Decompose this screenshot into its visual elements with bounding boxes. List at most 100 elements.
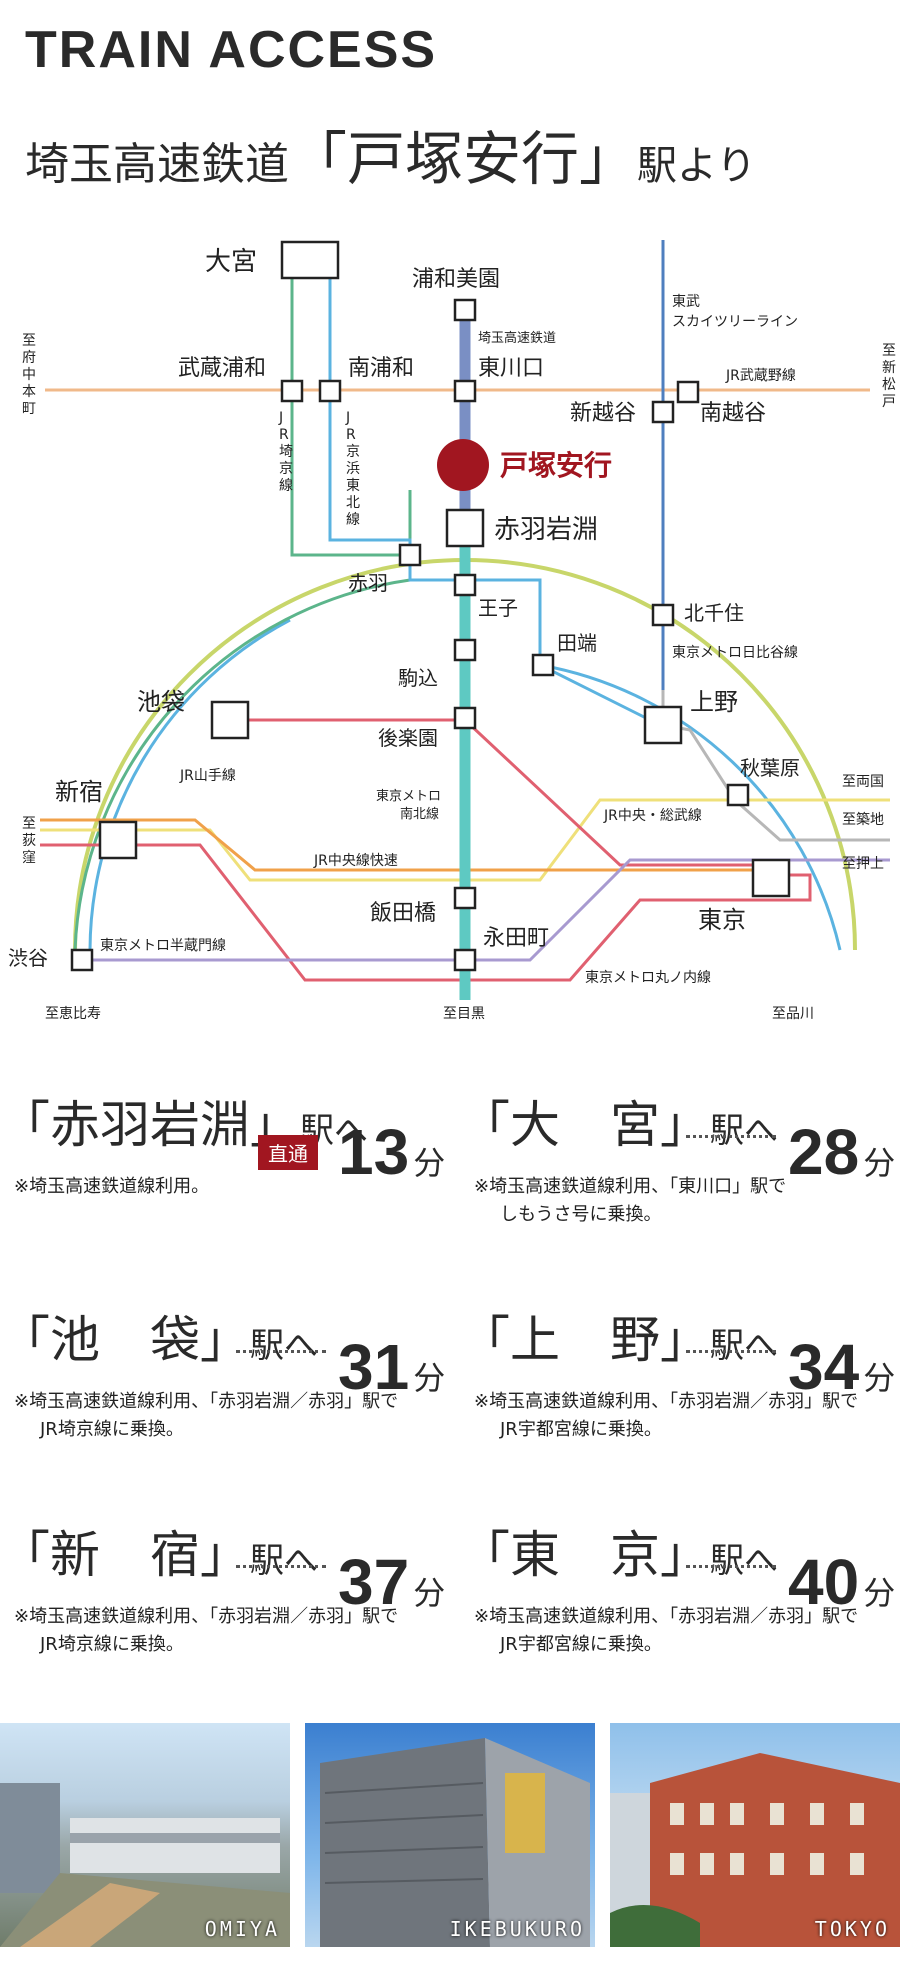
station-korakuen	[453, 706, 477, 730]
station-higashikawaguchi	[453, 379, 477, 403]
route-minutes-unit: 分	[413, 1574, 446, 1612]
route-map: 大宮 浦和美園 埼玉高速鉄道 武蔵浦和 南浦和 東川口 東武 スカイツリーライン…	[8, 240, 896, 1022]
label-tobu-1: 東武	[672, 294, 700, 310]
route-bracket-open: 「	[0, 1311, 50, 1369]
label-tokyo: 東京	[698, 906, 746, 934]
omiya-scene-icon	[0, 1783, 290, 1947]
line-keihin-south	[88, 618, 291, 951]
leader-dots	[686, 1350, 776, 1353]
label-dest-shinagawa: 至品川	[772, 1006, 814, 1022]
label-dest-ebisu: 至恵比寿	[45, 1005, 101, 1022]
route-suffix: 駅へ	[250, 1541, 318, 1581]
subtitle-line-name: 埼玉高速鉄道	[25, 139, 289, 190]
route-destination: 「上 野」駅へ	[460, 1300, 778, 1372]
route-minutes: 28	[788, 1116, 860, 1188]
route-destination: 「大 宮」駅へ	[460, 1085, 778, 1157]
station-musashi-urawa	[280, 379, 304, 403]
route-note-line2: JR埼京線に乗換。	[40, 1419, 184, 1440]
station-totsuka-angyo-marker	[437, 439, 489, 491]
route-bracket-close: 」	[660, 1526, 710, 1584]
route-station-name: 池 袋	[50, 1311, 200, 1369]
route-note-line1: ※埼玉高速鉄道線利用、「赤羽岩淵／赤羽」駅で	[474, 1391, 859, 1412]
label-akabane: 赤羽	[348, 571, 388, 595]
photo-label-omiya: OMIYA	[204, 1917, 280, 1941]
station-shibuya	[70, 948, 94, 972]
label-minami-koshigaya: 南越谷	[700, 401, 766, 426]
label-korakuen: 後楽園	[378, 726, 438, 750]
label-jr-yamanote: JR山手線	[179, 768, 236, 784]
label-dest-shin-matsudo: 至新松戸	[882, 343, 896, 410]
label-metro-hanzomon: 東京メトロ半蔵門線	[100, 938, 226, 954]
route-destination: 「東 京」駅へ	[460, 1515, 778, 1587]
route-bracket-close: 」	[660, 1096, 710, 1154]
route-note-line2: JR宇都宮線に乗換。	[500, 1419, 662, 1440]
route-note-line2: JR埼京線に乗換。	[40, 1634, 184, 1655]
route-minutes-unit: 分	[863, 1144, 896, 1182]
route-minutes: 34	[788, 1331, 860, 1403]
photo-tokyo: TOKYO	[610, 1723, 900, 1947]
route-note-line1: ※埼玉高速鉄道線利用、「赤羽岩淵／赤羽」駅で	[474, 1606, 859, 1627]
route-note-line1: ※埼玉高速鉄道線利用、「東川口」駅で	[474, 1176, 787, 1197]
label-tobu-2: スカイツリーライン	[672, 314, 798, 330]
label-metro-hibiya: 東京メトロ日比谷線	[672, 645, 798, 661]
route-station-name: 上 野	[510, 1311, 660, 1369]
station-shinjuku	[98, 820, 138, 860]
station-minami-urawa	[318, 379, 342, 403]
station-tokyo	[751, 858, 791, 898]
route-bracket-open: 「	[0, 1526, 50, 1584]
photo-ikebukuro: IKEBUKURO	[305, 1723, 595, 1947]
leader-dots	[236, 1565, 326, 1568]
label-shinjuku: 新宿	[55, 778, 103, 806]
route-suffix: 駅へ	[710, 1541, 778, 1581]
label-urawa-misono: 浦和美園	[412, 267, 500, 292]
subtitle-suffix: 駅より	[637, 143, 757, 189]
route-minutes: 13	[338, 1116, 410, 1188]
route-note-line2: しもうさ号に乗換。	[500, 1204, 662, 1225]
label-jr-chuo-sobu: JR中央・総武線	[603, 808, 702, 824]
route-bracket-open: 「	[460, 1096, 510, 1154]
route-minutes-unit: 分	[413, 1359, 446, 1397]
leader-dots	[686, 1135, 776, 1138]
label-iidabashi: 飯田橋	[370, 901, 436, 926]
label-ueno: 上野	[690, 688, 738, 716]
route-note: ※埼玉高速鉄道線利用、「東川口」駅でしもうさ号に乗換。	[474, 1173, 786, 1229]
station-komagome	[453, 638, 477, 662]
station-omiya	[280, 240, 340, 280]
label-minami-urawa: 南浦和	[348, 356, 414, 381]
station-iidabashi	[453, 886, 477, 910]
label-dest-fuchu-hommachi: 至府中本町	[22, 333, 36, 417]
route-minutes-unit: 分	[863, 1574, 896, 1612]
label-metro-marunouchi: 東京メトロ丸ノ内線	[585, 970, 711, 986]
label-jr-musashino: JR武蔵野線	[725, 368, 796, 384]
label-higashikawaguchi: 東川口	[478, 356, 544, 381]
route-station-name: 新 宿	[50, 1526, 200, 1584]
route-minutes: 37	[338, 1546, 410, 1618]
route-suffix: 駅へ	[710, 1326, 778, 1366]
station-akabane	[398, 543, 422, 567]
label-totsuka-angyo: 戸塚安行	[500, 449, 612, 482]
route-minutes: 40	[788, 1546, 860, 1618]
label-komagome: 駒込	[398, 666, 438, 690]
route-bracket-close: 」	[200, 1526, 250, 1584]
line-keihin	[328, 255, 661, 727]
photo-label-ikebukuro: IKEBUKURO	[449, 1917, 585, 1941]
route-station-name: 赤羽岩淵	[50, 1096, 250, 1154]
label-dest-ryogoku: 至両国	[842, 774, 884, 790]
route-note-line1: ※埼玉高速鉄道線利用。	[14, 1176, 210, 1197]
station-shin-koshigaya	[651, 400, 675, 424]
photo-omiya: OMIYA	[0, 1723, 290, 1947]
label-akabane-iwabuchi: 赤羽岩淵	[494, 515, 598, 545]
station-tabata	[531, 653, 555, 677]
line-chuo-sobu	[40, 798, 890, 882]
route-suffix: 駅へ	[250, 1326, 318, 1366]
label-kita-senju: 北千住	[684, 601, 744, 625]
subtitle-bracket-close: 」	[579, 125, 638, 193]
